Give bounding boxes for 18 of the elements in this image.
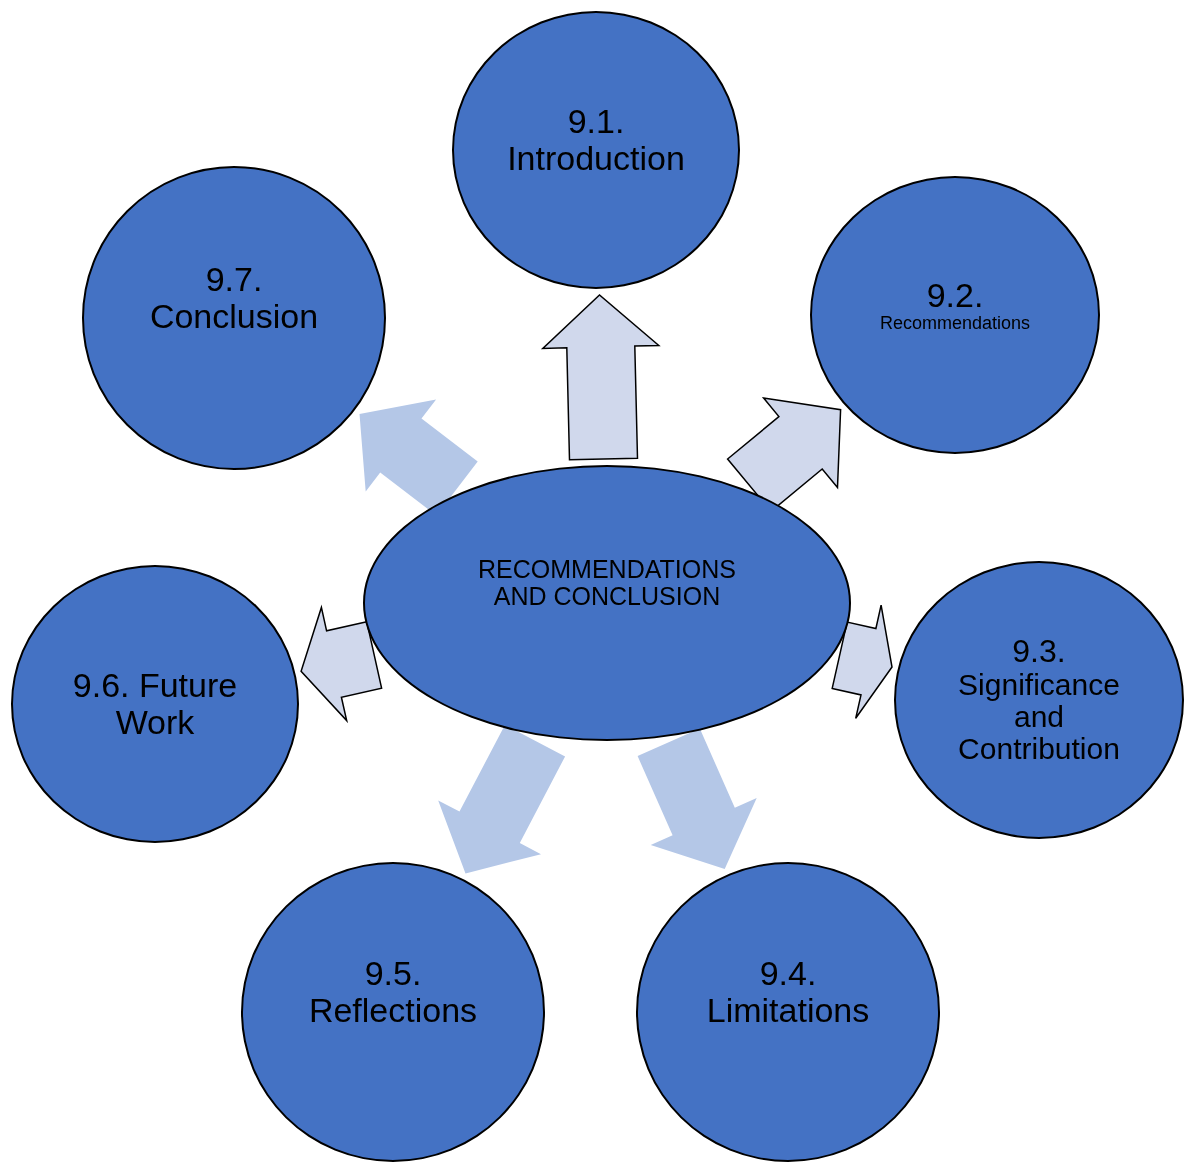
node-label: Significance and Contribution [957, 668, 1121, 766]
section-number: 9.4. [759, 955, 817, 992]
block-arrow [300, 604, 383, 724]
section-number: 9.1. [567, 103, 625, 140]
block-arrow [540, 294, 661, 461]
node-label: Reflections [308, 992, 478, 1029]
node-label: Conclusion [149, 298, 319, 335]
node-label: Limitations [706, 992, 870, 1029]
section-number: 9.5. [364, 955, 422, 992]
section-number: 9.7. [205, 261, 263, 298]
node-label: Introduction [507, 140, 685, 177]
node-label: Recommendations [879, 313, 1031, 334]
section-number: 9.2. [926, 276, 984, 314]
node-label: RECOMMENDATIONS AND CONCLUSION [477, 556, 737, 610]
node-label: 9.6. Future Work [71, 667, 239, 741]
section-number: 9.3. [1012, 634, 1066, 669]
block-arrow [831, 604, 893, 720]
block-arrow [637, 728, 757, 870]
